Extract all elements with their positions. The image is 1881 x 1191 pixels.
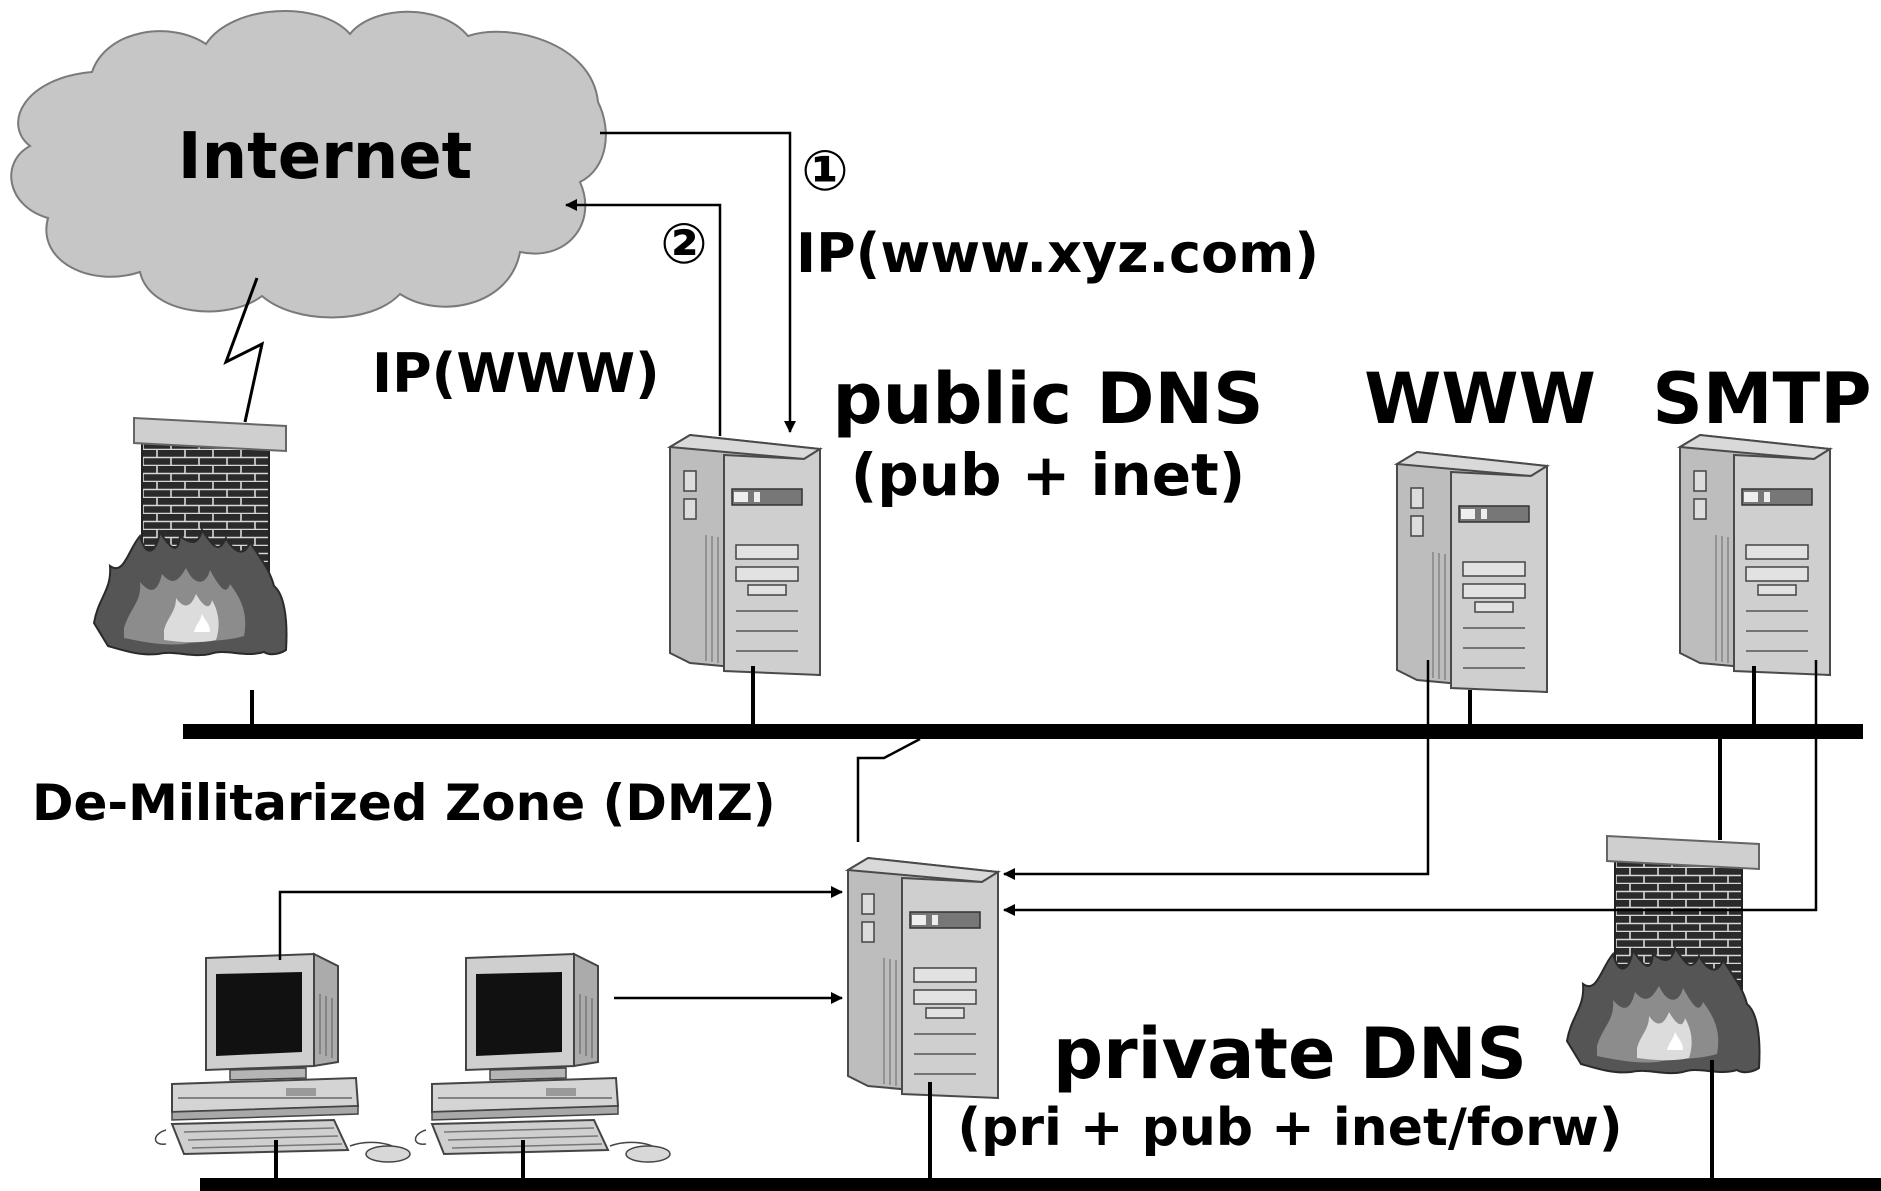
step-2-marker: ② bbox=[660, 212, 707, 277]
query-arrow bbox=[600, 131, 796, 433]
dmz-label: De-Militarized Zone (DMZ) bbox=[32, 774, 776, 832]
dmz-network-bus bbox=[183, 724, 1863, 739]
workstation-1-to-private-dns-arrow bbox=[278, 886, 843, 960]
workstation-icon-1 bbox=[154, 953, 411, 1163]
internet-label: Internet bbox=[178, 120, 473, 194]
smtp-label: SMTP bbox=[1652, 358, 1871, 440]
cloud-icon bbox=[10, 10, 607, 319]
internet-cloud: Internet bbox=[10, 10, 607, 319]
smtp-to-private-dns-arrow bbox=[1003, 660, 1818, 916]
internal-network-bus bbox=[200, 1178, 1881, 1191]
private-dns-dmz-link bbox=[856, 737, 921, 842]
answer-label: IP(WWW) bbox=[372, 342, 660, 405]
firewall-icon bbox=[93, 417, 288, 657]
private-dns-zones-label: (pri + pub + inet/forw) bbox=[957, 1098, 1622, 1158]
smtp-server-icon bbox=[1679, 434, 1831, 676]
public-dns-label: public DNS bbox=[832, 358, 1263, 440]
private-dns-label: private DNS bbox=[1053, 1013, 1527, 1095]
query-label: IP(www.xyz.com) bbox=[796, 222, 1319, 285]
private-dns-server-icon bbox=[847, 857, 999, 1099]
public-dns-zones-label: (pub + inet) bbox=[851, 441, 1246, 509]
www-label: WWW bbox=[1364, 358, 1596, 440]
public-dns-server-icon bbox=[669, 434, 821, 676]
network-drop-lines bbox=[250, 666, 1756, 1178]
lightning-link-icon bbox=[223, 277, 265, 423]
firewall-icon-inner bbox=[1566, 835, 1761, 1075]
answer-arrow bbox=[565, 199, 722, 436]
www-server-icon bbox=[1396, 451, 1548, 693]
workstation-icon-2 bbox=[414, 953, 671, 1163]
step-1-marker: ① bbox=[801, 139, 848, 204]
www-to-private-dns-arrow bbox=[1003, 660, 1430, 880]
